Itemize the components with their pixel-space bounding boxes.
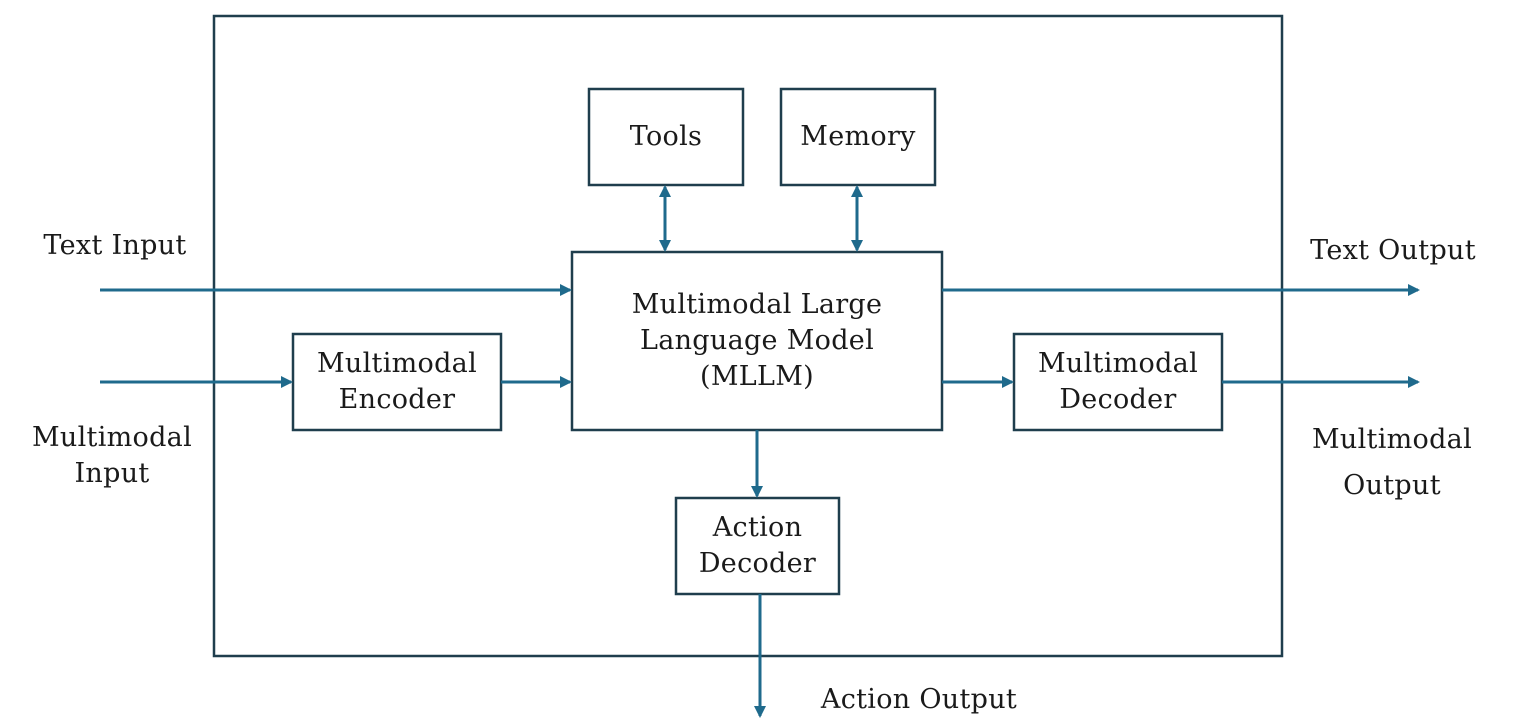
action-decoder-line1: Action: [712, 512, 803, 543]
encoder-line2: Encoder: [338, 384, 456, 415]
multimodal-input-line1: Multimodal: [31, 422, 193, 453]
memory-box: [779, 87, 937, 187]
memory-text: Memory: [800, 121, 916, 152]
decoder-line1: Multimodal: [1037, 348, 1199, 379]
text-input-label: Text Input: [43, 230, 187, 261]
mllm-box: [570, 250, 944, 432]
action-decoder-line2: Decoder: [698, 548, 817, 579]
decoder-box: [1012, 332, 1224, 432]
encoder-box: [291, 332, 503, 432]
encoder-line1: Multimodal: [316, 348, 478, 379]
multimodal-input-label: Multimodal Input: [12, 420, 212, 492]
action-decoder-box: [674, 496, 841, 596]
memory-label: Memory: [781, 89, 935, 185]
mllm-label: Multimodal Large Language Model (MLLM): [572, 252, 942, 430]
decoder-label: Multimodal Decoder: [1014, 334, 1222, 430]
multimodal-output-line1: Multimodal: [1311, 424, 1473, 455]
action-decoder-label: Action Decoder: [676, 498, 839, 594]
tools-label: Tools: [589, 89, 743, 185]
action-output-label: Action Output: [820, 684, 1018, 715]
multimodal-input-line2: Input: [74, 458, 150, 489]
decoder-line2: Decoder: [1059, 384, 1177, 415]
mllm-line2: Language Model: [639, 325, 875, 356]
system-frame: [212, 14, 1284, 658]
multimodal-output-line2: Output: [1343, 470, 1441, 501]
encoder-label: Multimodal Encoder: [293, 334, 501, 430]
mllm-line3: (MLLM): [699, 361, 815, 392]
mllm-line1: Multimodal Large: [631, 289, 883, 320]
tools-text: Tools: [629, 121, 703, 152]
multimodal-output-label: Multimodal Output: [1292, 422, 1492, 504]
text-output-label: Text Output: [1310, 235, 1476, 266]
